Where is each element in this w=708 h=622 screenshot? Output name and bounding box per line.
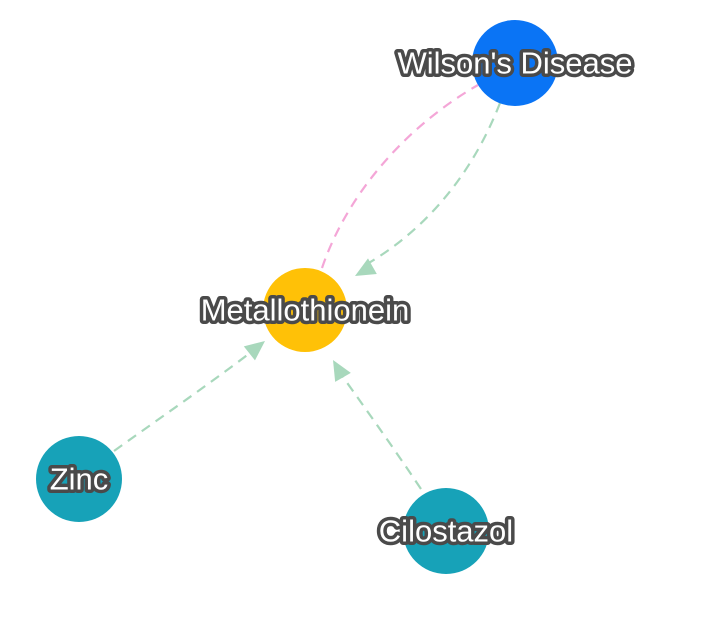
node-metallothionein[interactable]: Metallothionein	[197, 268, 413, 352]
node-cilostazol[interactable]: Cilostazol	[375, 488, 517, 574]
node-label: Metallothionein	[201, 293, 410, 328]
node-label: Cilostazol	[379, 514, 513, 549]
node-label: Wilson's Disease	[397, 46, 632, 81]
arrowhead-wilson-metallothionein	[355, 258, 377, 276]
node-circle[interactable]	[263, 268, 347, 352]
edge-cilostazol-metallothionein[interactable]	[342, 376, 422, 490]
edge-metallothionein-wilson[interactable]	[320, 84, 479, 269]
node-label: Zinc	[50, 462, 109, 497]
nodes-layer: Wilson's Disease Metallothionein Zinc Ci…	[36, 20, 636, 574]
node-zinc[interactable]: Zinc	[36, 436, 122, 522]
edge-zinc-metallothionein[interactable]	[113, 352, 251, 452]
arrowhead-cilostazol-metallothionein	[333, 360, 351, 382]
edge-wilson-metallothionein[interactable]	[359, 102, 502, 269]
node-circle[interactable]	[472, 20, 558, 106]
node-wilsons-disease[interactable]: Wilson's Disease	[394, 20, 636, 106]
arrowheads-layer	[243, 258, 377, 382]
node-circle[interactable]	[403, 488, 489, 574]
node-circle[interactable]	[36, 436, 122, 522]
edges-layer	[113, 84, 502, 490]
arrowhead-zinc-metallothionein	[243, 341, 265, 361]
